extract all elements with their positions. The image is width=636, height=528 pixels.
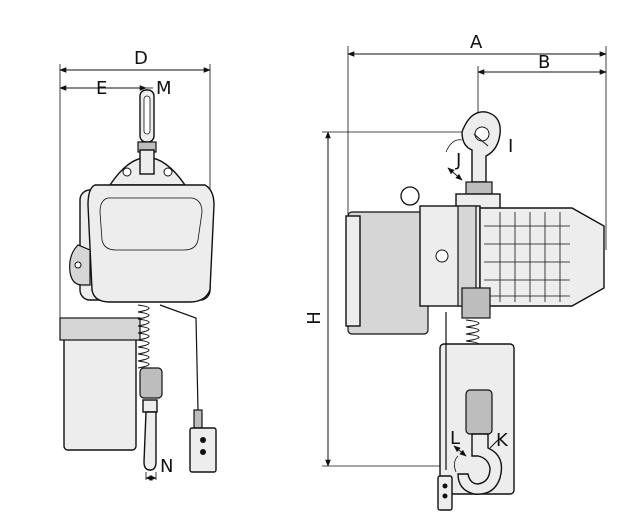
dim-line-k — [489, 439, 499, 449]
dim-label-j: J — [455, 150, 461, 171]
dim-label-k: K — [496, 430, 509, 451]
dim-label-i: I — [508, 136, 513, 157]
dim-line-i — [473, 133, 489, 147]
front-view: D E M N — [59, 48, 217, 481]
dim-label-b: B — [538, 52, 550, 73]
dim-line-l — [453, 445, 467, 457]
dim-label-l: L — [450, 428, 460, 449]
dim-label-a: A — [470, 32, 483, 53]
dim-label-h: H — [304, 311, 325, 325]
dim-label-d: D — [134, 48, 148, 69]
dim-label-m: M — [156, 78, 172, 99]
dim-label-n: N — [160, 456, 173, 477]
dim-line-j — [447, 167, 463, 181]
dim-label-e: E — [96, 78, 107, 99]
side-view: A B I J H L K — [304, 32, 607, 511]
